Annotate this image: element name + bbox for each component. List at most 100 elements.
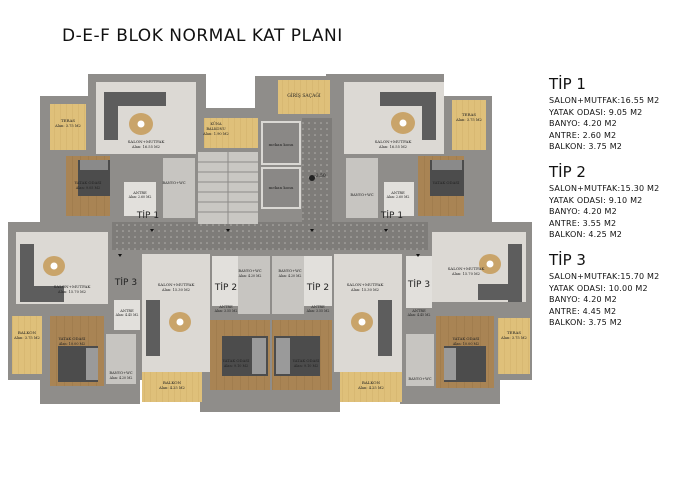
legend-row: SALON+MUTFAK:15.30 M2 [549,184,660,193]
legend-title: TİP 3 [549,251,586,269]
legend-title: TİP 1 [549,75,586,93]
svg-text:ANTRE: ANTRE [218,305,233,309]
svg-text:YATAK ODASI: YATAK ODASI [292,358,320,363]
entrance-arrows [118,229,420,257]
svg-text:ANTRE: ANTRE [390,191,405,195]
svg-text:Alan: 15.70 M2: Alan: 15.70 M2 [451,272,480,276]
tip-label: TİP 3 [114,277,137,288]
entrance-label: GİRİŞ SAÇAĞI [287,91,321,99]
entrance-canopy [278,80,330,114]
page-title: D-E-F BLOK NORMAL KAT PLANI [62,26,343,46]
unit-tip3-left: SALON+MUTFAK Alan: 15.70 M2 BALKON Alan:… [12,232,140,386]
svg-text:Alan: 4.45 M2: Alan: 4.45 M2 [115,313,139,317]
svg-text:BALKON: BALKON [18,330,37,335]
legend-row: YATAK ODASI: 9.10 M2 [549,195,643,205]
svg-text:YATAK ODASI: YATAK ODASI [74,180,102,185]
legend-row: SALON+MUTFAK:16.55 M2 [549,96,660,105]
unit-tip2-left: SALON+MUTFAK Alan: 15.30 M2 BALKON Alan:… [142,254,270,402]
legend-row: ANTRE: 2.60 M2 [549,130,617,140]
svg-text:Alan: 16.55 M2: Alan: 16.55 M2 [378,145,407,149]
legend-row: YATAK ODASI: 9.05 M2 [549,107,643,117]
svg-text:Alan: 3.55 M2: Alan: 3.55 M2 [214,309,238,313]
legend-row: BALKON: 3.75 M2 [549,142,623,151]
svg-text:Alan: 16.55 M2: Alan: 16.55 M2 [131,145,160,149]
svg-text:ANTRE: ANTRE [411,309,426,313]
unit-tip1-right: SALON+MUTFAK Alan: 16.55 M2 TERAS Alan: … [344,82,486,221]
svg-text:Alan: 9.05 M2: Alan: 9.05 M2 [75,186,100,190]
svg-text:BANYO+WC: BANYO+WC [408,377,431,381]
svg-text:Alan: 10.00 M2: Alan: 10.00 M2 [452,342,479,346]
svg-text:Alan: 1.90 M2: Alan: 1.90 M2 [202,132,229,136]
tip-label: TİP 2 [214,282,237,293]
legend-row: BALKON: 3.75 M2 [549,318,623,327]
svg-text:YATAK ODASI: YATAK ODASI [432,180,460,185]
shaft-label: mekan konu [269,142,294,147]
legend-tip2: TİP 2 SALON+MUTFAK:15.30 M2 YATAK ODASI:… [549,164,659,241]
svg-text:Alan: 4.25 M2: Alan: 4.25 M2 [158,386,185,390]
svg-text:BANYO+WC: BANYO+WC [278,269,301,273]
svg-text:Alan: 4.45 M2: Alan: 4.45 M2 [407,313,431,317]
svg-text:Alan: 4.25 M2: Alan: 4.25 M2 [357,386,384,390]
level-marker: -3.50 [314,173,326,179]
svg-text:Alan: 4.20 M2: Alan: 4.20 M2 [278,274,302,278]
svg-text:BALKON: BALKON [362,380,381,385]
legend-row: BALKON: 4.25 M2 [549,230,623,239]
svg-text:ANTRE: ANTRE [132,191,147,195]
unit-tip1-left: SALON+MUTFAK Alan: 16.55 M2 TERAS Alan: … [50,82,196,221]
svg-text:BANYO+WC: BANYO+WC [238,269,261,273]
svg-text:SALON+MUTFAK: SALON+MUTFAK [158,282,196,287]
svg-text:KÜNA: KÜNA [210,121,222,126]
unit-tip3-right: SALON+MUTFAK Alan: 15.70 M2 TERAS Alan: … [406,232,530,388]
legend-row: ANTRE: 4.45 M2 [549,306,617,316]
tip-label: TİP 2 [306,282,329,293]
legend-tip3: TİP 3 SALON+MUTFAK:15.70 M2 YATAK ODASI:… [549,252,659,329]
corridor-vertical [302,118,332,224]
svg-text:Alan: 15.30 M2: Alan: 15.30 M2 [161,288,190,292]
svg-text:SALON+MUTFAK: SALON+MUTFAK [128,139,166,144]
svg-text:TERAS: TERAS [507,330,521,335]
svg-text:Alan: 2.60 M2: Alan: 2.60 M2 [386,195,410,199]
svg-text:Alan: 3.75 M2: Alan: 3.75 M2 [13,336,40,340]
svg-text:Alan: 3.75 M2: Alan: 3.75 M2 [500,336,527,340]
staircase [198,152,258,224]
tip-label: TİP 1 [136,210,159,221]
legend-row: ANTRE: 3.55 M2 [549,218,617,228]
unit-tip2-right: SALON+MUTFAK Alan: 15.30 M2 BALKON Alan:… [272,254,402,402]
legend-tip1: TİP 1 SALON+MUTFAK:16.55 M2 YATAK ODASI:… [549,76,659,153]
svg-text:ANTRE: ANTRE [310,305,325,309]
legend-row: SALON+MUTFAK:15.70 M2 [549,272,660,281]
svg-text:Alan: 3.75 M2: Alan: 3.75 M2 [455,118,482,122]
legend-row: YATAK ODASI: 10.00 M2 [549,283,648,293]
svg-text:TERAS: TERAS [462,112,476,117]
shaft-label: mekan konu [269,185,294,190]
svg-text:Alan: 3.75 M2: Alan: 3.75 M2 [54,124,81,128]
svg-text:Alan: 10.00 M2: Alan: 10.00 M2 [58,342,85,346]
svg-text:YATAK ODASI: YATAK ODASI [58,336,86,341]
svg-text:Alan: 9.10 M2: Alan: 9.10 M2 [293,364,318,368]
svg-text:SALON+MUTFAK: SALON+MUTFAK [347,282,385,287]
svg-text:Alan: 2.60 M2: Alan: 2.60 M2 [128,195,152,199]
svg-text:YATAK ODASI: YATAK ODASI [452,336,480,341]
svg-text:Alan: 4.20 M2: Alan: 4.20 M2 [238,274,262,278]
svg-text:Alan: 4.20 M2: Alan: 4.20 M2 [109,376,133,380]
corridor [112,222,428,250]
fire-balcony [204,118,258,148]
svg-text:BANYO+WC: BANYO+WC [350,193,373,197]
svg-text:TERAS: TERAS [61,118,75,123]
svg-text:Alan: 3.55 M2: Alan: 3.55 M2 [306,309,330,313]
svg-text:Alan: 15.30 M2: Alan: 15.30 M2 [350,288,379,292]
svg-text:Alan: 15.70 M2: Alan: 15.70 M2 [57,290,86,294]
svg-text:SALON+MUTFAK: SALON+MUTFAK [448,266,486,271]
legend-row: BANYO: 4.20 M2 [549,207,617,216]
tip-label: TİP 1 [380,210,403,221]
svg-text:Alan: 9.10 M2: Alan: 9.10 M2 [223,364,248,368]
svg-text:SALON+MUTFAK: SALON+MUTFAK [54,284,92,289]
svg-text:BANYO+WC: BANYO+WC [109,371,132,375]
legend-row: BANYO: 4.20 M2 [549,295,617,304]
svg-text:BANYO+WC: BANYO+WC [162,181,185,185]
tip-label: TİP 3 [407,279,430,290]
svg-text:BALKON: BALKON [163,380,182,385]
legend-title: TİP 2 [549,163,586,181]
svg-text:SALON+MUTFAK: SALON+MUTFAK [375,139,413,144]
floor-plan: mekan konu mekan konu -3.50 GİRİŞ SAÇAĞI… [8,74,532,412]
